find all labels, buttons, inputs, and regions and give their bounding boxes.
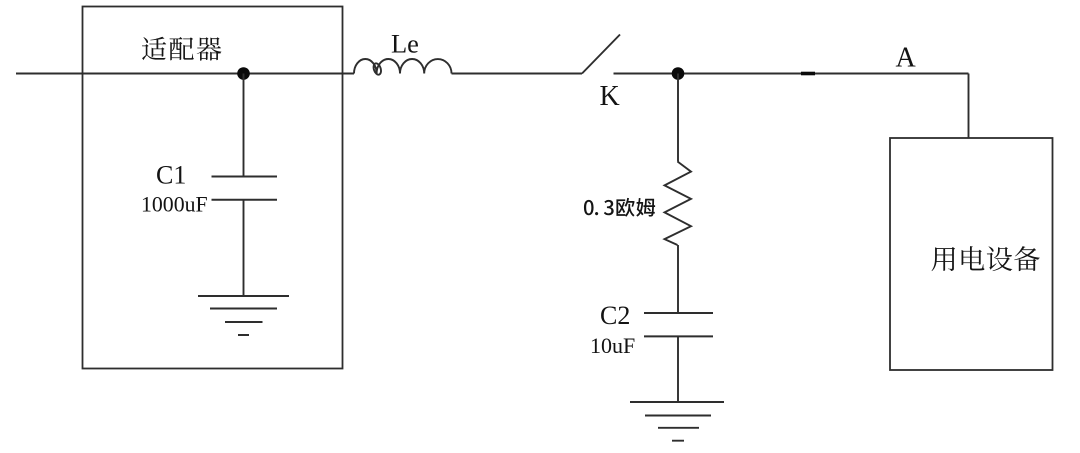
svg-text:A: A xyxy=(896,43,917,74)
svg-text:10uF: 10uF xyxy=(590,333,635,358)
svg-text:C1: C1 xyxy=(156,161,186,190)
svg-text:1000uF: 1000uF xyxy=(141,193,208,217)
svg-text:Le: Le xyxy=(391,29,419,59)
svg-text:K: K xyxy=(600,81,620,112)
svg-text:C2: C2 xyxy=(600,301,630,330)
